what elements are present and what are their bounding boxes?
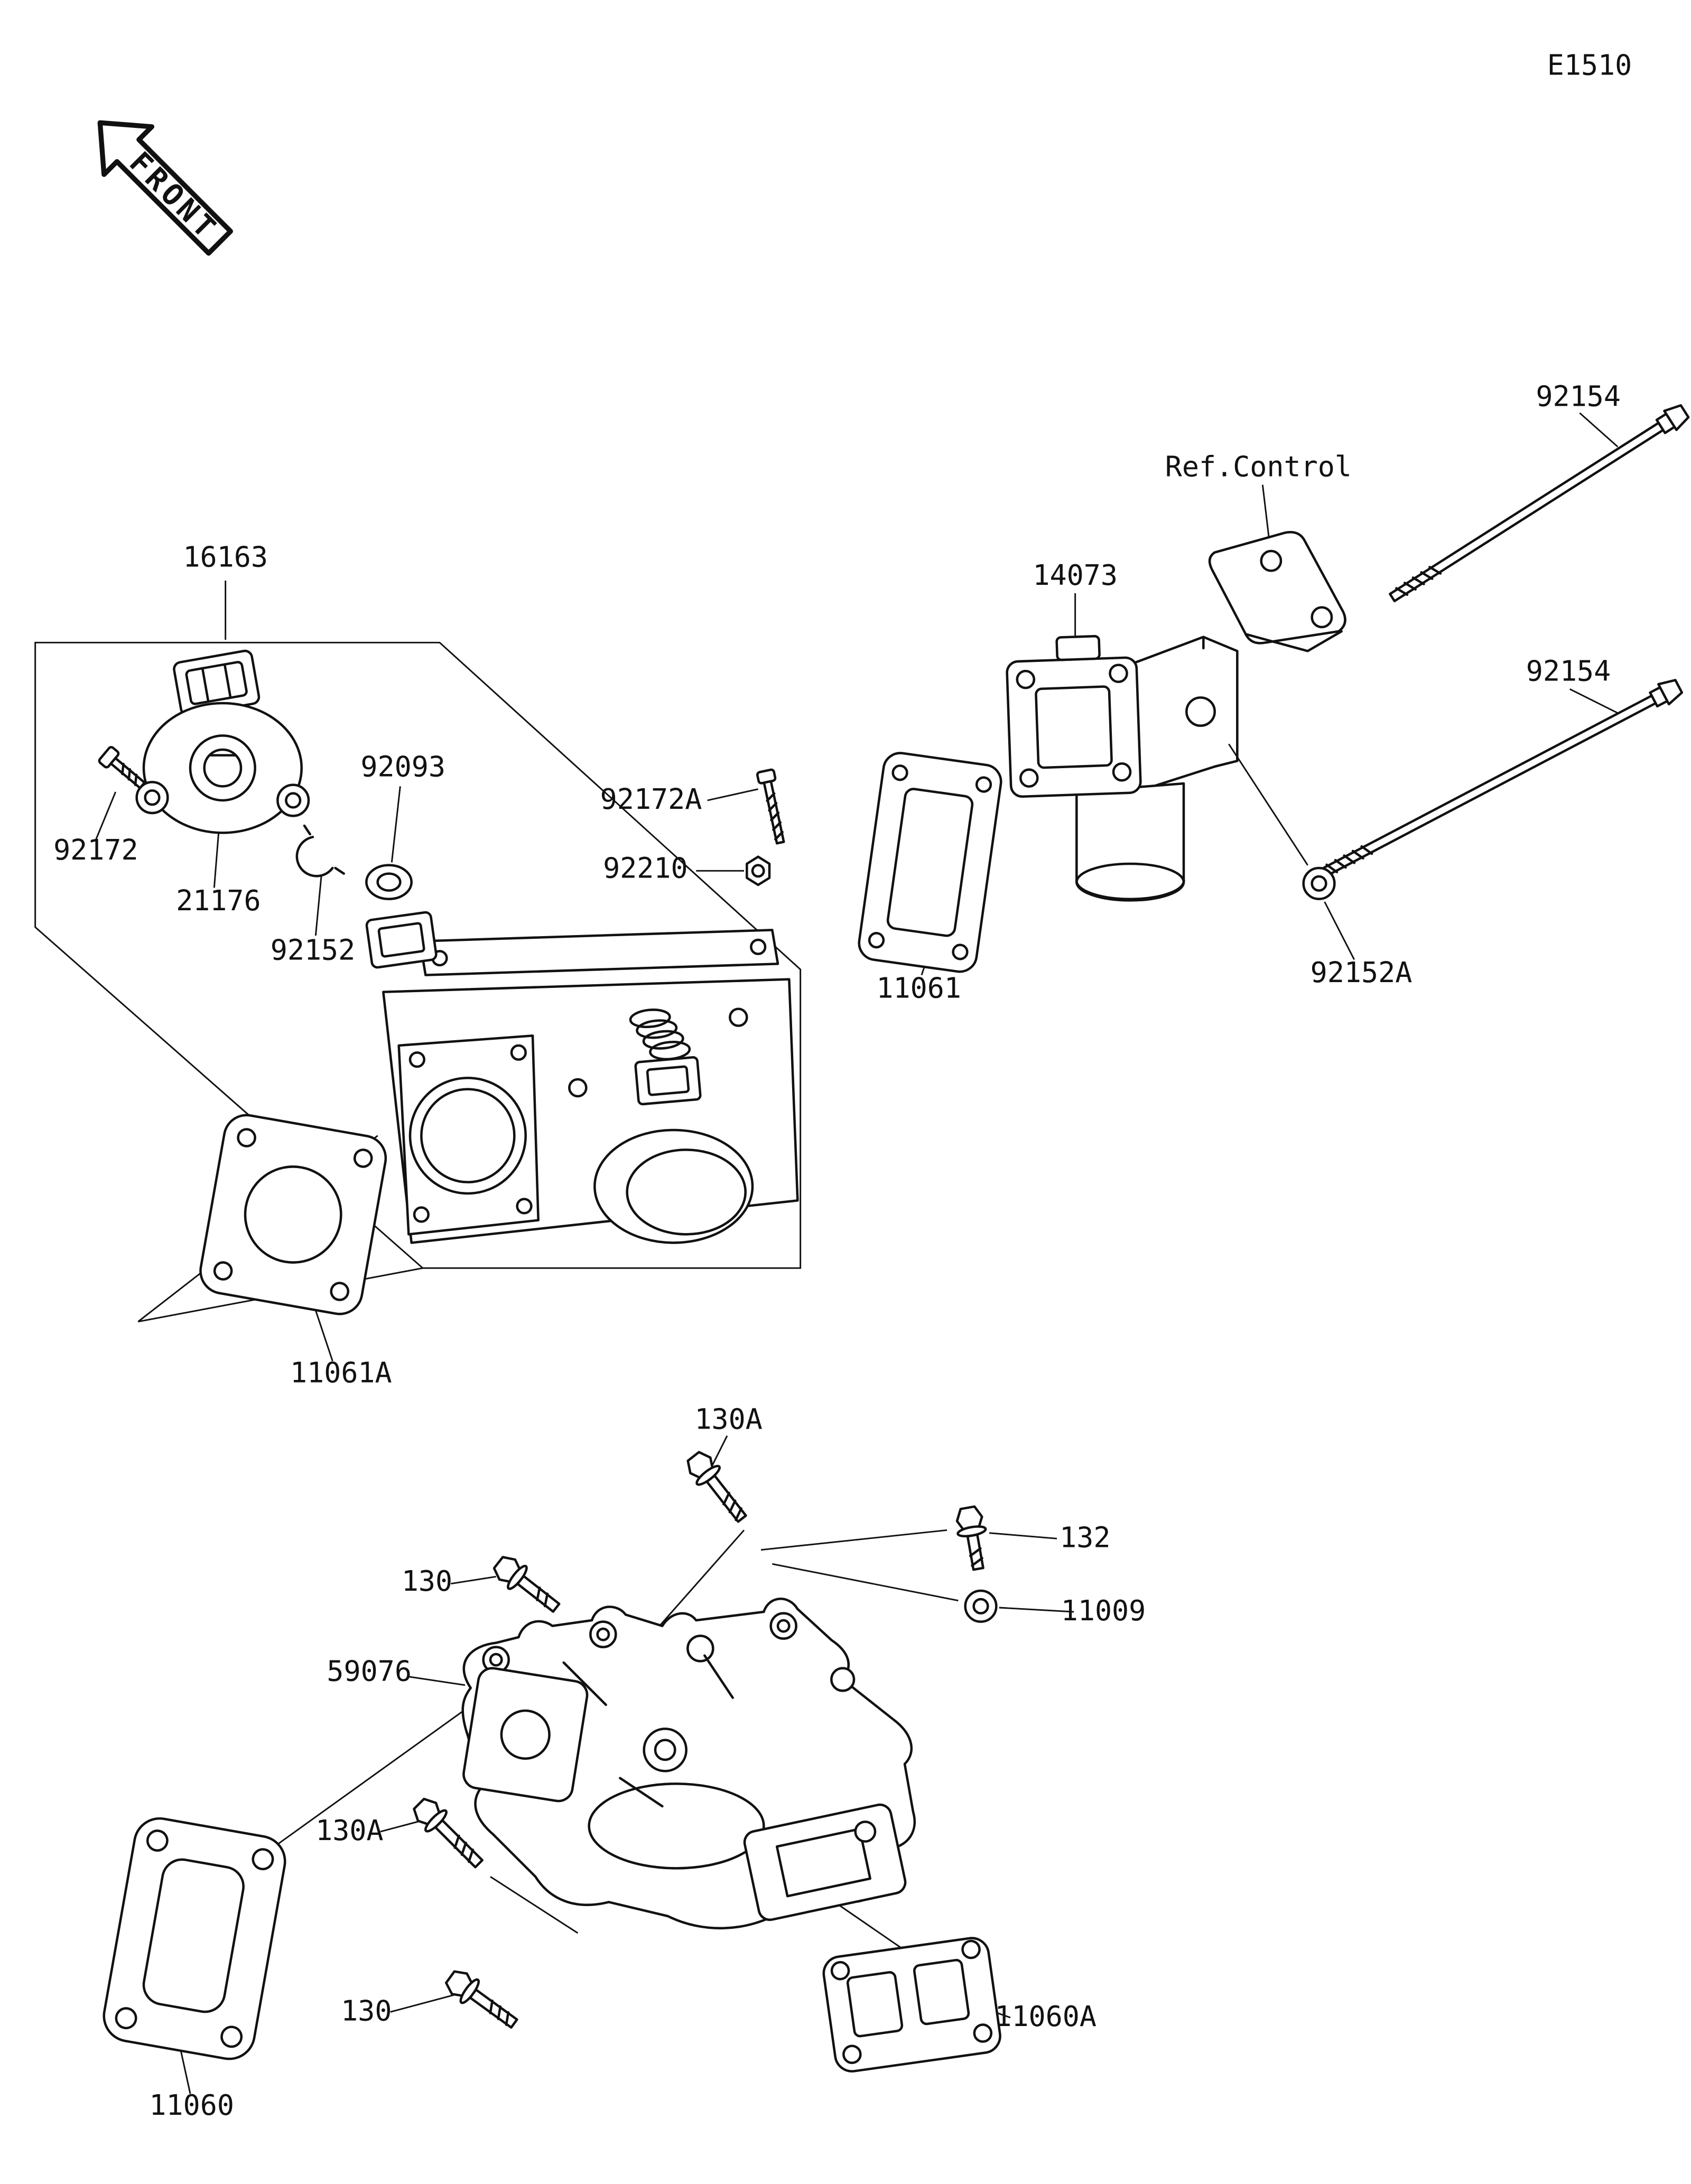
diagram-code: E1510 — [1547, 49, 1632, 82]
part-label-130a-lower: 130A — [315, 1814, 383, 1847]
throttle-sensor-drawing — [135, 649, 310, 834]
part-label-92172: 92172 — [53, 833, 138, 866]
stud-bolt-lower-drawing — [1318, 679, 1684, 879]
front-arrow-label: FRONT — [123, 145, 225, 247]
bolt-132-drawing — [955, 1505, 987, 1571]
intake-holder-drawing — [1006, 634, 1239, 902]
part-label-92093: 92093 — [360, 750, 445, 783]
part-label-16163: 16163 — [183, 540, 268, 573]
washer-11009-drawing — [964, 1589, 998, 1623]
part-label-92154-lower: 92154 — [1526, 654, 1611, 687]
sensor-screw-drawing — [98, 746, 146, 789]
stud-bolt-upper-drawing — [1389, 404, 1690, 603]
front-arrow-icon: FRONT — [97, 120, 233, 256]
part-label-59076: 59076 — [327, 1655, 412, 1688]
nut-drawing — [746, 855, 771, 886]
part-label-92154-upper: 92154 — [1536, 379, 1621, 413]
bolt-130-upper-drawing — [493, 1556, 561, 1613]
part-label-11061a: 11061A — [290, 1356, 392, 1389]
part-label-130a-upper: 130A — [694, 1402, 762, 1435]
gasket-11060a-drawing — [822, 1937, 1001, 2073]
gasket-11061-drawing — [858, 752, 1002, 973]
bolt-130-lower-drawing — [444, 1970, 518, 2029]
part-label-11060a: 11060A — [995, 2000, 1097, 2033]
part-label-11009: 11009 — [1061, 1594, 1146, 1627]
part-label-14073: 14073 — [1033, 558, 1118, 592]
leader-lines-lower — [179, 1435, 1074, 2094]
clamp-ring-drawing — [295, 824, 345, 878]
intake-manifold-drawing — [461, 1598, 916, 1929]
part-label-11061: 11061 — [876, 971, 961, 1004]
gasket-11060-drawing — [103, 1817, 286, 2060]
part-label-21176: 21176 — [176, 884, 261, 917]
part-label-132: 132 — [1060, 1520, 1110, 1554]
o-ring-drawing — [365, 864, 413, 900]
bolt-130a-upper-drawing — [686, 1451, 747, 1523]
part-label-92152a: 92152A — [1311, 956, 1413, 989]
bolt-130a-lower-drawing — [413, 1797, 484, 1869]
part-label-130-upper: 130 — [402, 1564, 452, 1598]
ref-control-bracket-drawing — [1208, 531, 1346, 652]
part-label-11060: 11060 — [149, 2088, 234, 2122]
ref-control-label: Ref.Control — [1165, 450, 1352, 483]
body-screw-drawing — [756, 768, 785, 845]
throttle-body-drawing — [365, 911, 799, 1244]
gasket-11061a-drawing — [199, 1114, 387, 1315]
part-label-92172a: 92172A — [600, 782, 702, 816]
part-label-130-lower: 130 — [341, 1994, 392, 2027]
part-label-92210: 92210 — [603, 852, 688, 885]
part-label-92152: 92152 — [271, 933, 356, 966]
washer-92152a-drawing — [1302, 866, 1336, 900]
